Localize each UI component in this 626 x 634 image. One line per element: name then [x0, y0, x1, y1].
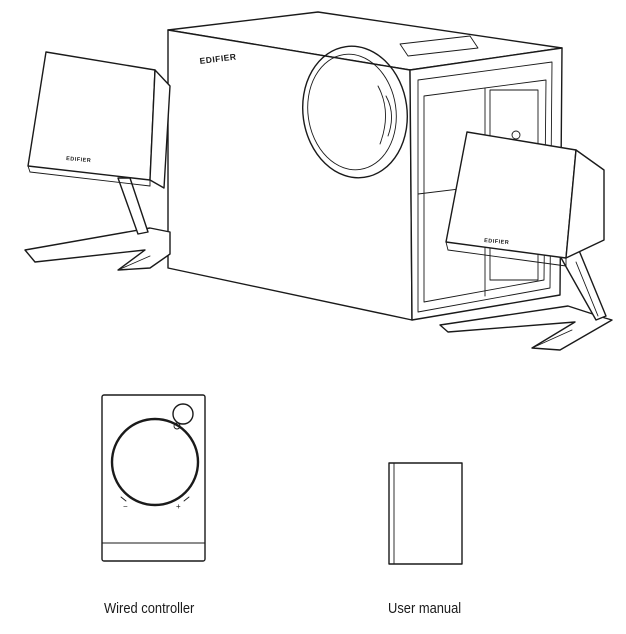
volume-plus-mark: + [176, 502, 181, 511]
left-satellite-logo: EDIFIER [66, 156, 92, 164]
wired-controller-label: Wired controller [104, 600, 195, 617]
power-button [172, 403, 194, 425]
wired-controller: − + [101, 394, 206, 562]
right-satellite-speaker: EDIFIER [439, 131, 613, 351]
volume-minus-mark: − [123, 502, 128, 511]
user-manual [388, 462, 463, 565]
volume-knob [110, 417, 200, 507]
user-manual-label: User manual [388, 600, 462, 617]
left-satellite-speaker: EDIFIER [24, 51, 171, 271]
subwoofer-logo: EDIFIER [199, 52, 237, 66]
woofer-cone [301, 45, 409, 179]
right-satellite-logo: EDIFIER [484, 238, 510, 246]
